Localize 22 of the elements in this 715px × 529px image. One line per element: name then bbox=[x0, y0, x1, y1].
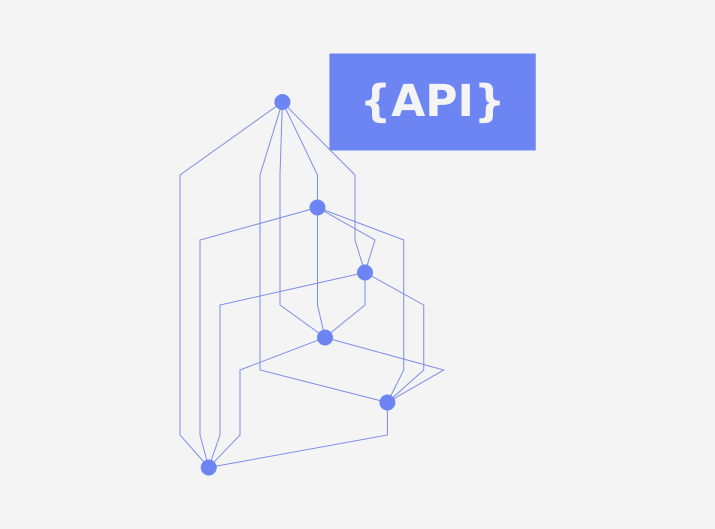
connector bbox=[179, 106, 277, 462]
node-circle bbox=[356, 264, 373, 280]
node-circle bbox=[274, 94, 290, 110]
connector bbox=[213, 340, 318, 463]
node-box: {API} bbox=[329, 54, 536, 150]
node-circle bbox=[316, 330, 333, 346]
connector bbox=[323, 210, 376, 266]
connector bbox=[324, 210, 404, 396]
connector bbox=[330, 280, 366, 334]
connector bbox=[199, 209, 311, 461]
connector bbox=[316, 214, 324, 331]
connector bbox=[216, 409, 388, 467]
node-circle bbox=[200, 459, 217, 476]
connector bbox=[287, 106, 364, 266]
node-circle bbox=[379, 394, 396, 410]
connector bbox=[279, 109, 320, 334]
node-circle bbox=[309, 200, 326, 216]
connector bbox=[259, 108, 381, 402]
connector bbox=[332, 338, 445, 400]
connector bbox=[370, 276, 424, 398]
connector bbox=[285, 108, 318, 200]
connector bbox=[210, 274, 358, 461]
